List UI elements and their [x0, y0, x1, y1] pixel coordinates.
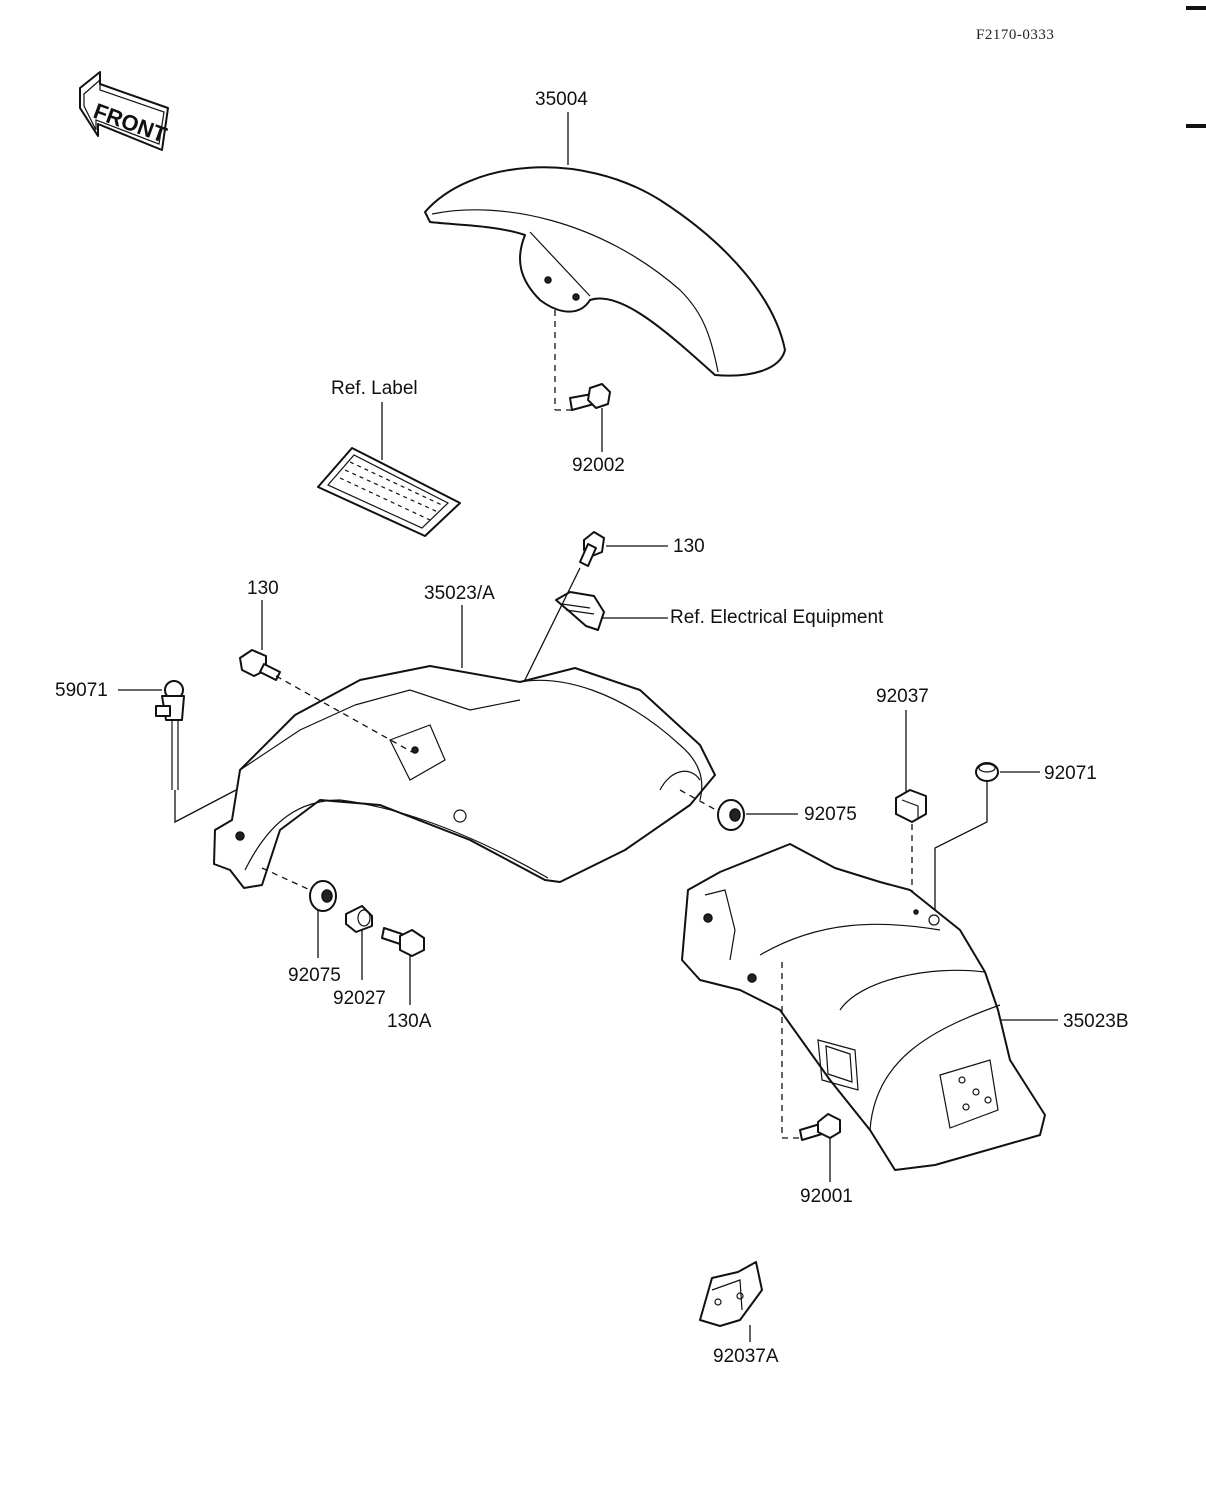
callout-130-left: 130 — [247, 578, 279, 599]
callout-92037: 92037 — [876, 686, 929, 707]
callout-130A: 130A — [387, 1011, 432, 1032]
callout-35004: 35004 — [535, 89, 588, 110]
rear-fender-rear — [681, 843, 1046, 1171]
callout-92075-right: 92075 — [804, 804, 857, 825]
electrical-clip-icon — [555, 591, 605, 631]
callout-35023A: 35023/A — [424, 583, 495, 604]
callout-92002: 92002 — [572, 455, 625, 476]
leader-clip-to-fender — [519, 567, 581, 691]
edge-mark-top — [1186, 6, 1206, 10]
bolt-130A-icon — [381, 927, 425, 957]
document-id: F2170-0333 — [976, 27, 1055, 43]
grommet-92075-left-icon — [261, 867, 337, 912]
grommet-92071-icon — [934, 762, 999, 915]
clip-92037-icon — [895, 789, 927, 912]
callout-92071: 92071 — [1044, 763, 1097, 784]
callout-35023B: 35023B — [1063, 1011, 1129, 1032]
front-fender — [424, 166, 786, 377]
bracket-92037A-icon — [699, 1261, 763, 1327]
grommet-92075-right-icon — [679, 789, 745, 831]
collar-92027-icon — [345, 905, 373, 933]
callout-ref-label: Ref. Label — [331, 378, 418, 399]
callout-92027: 92027 — [333, 988, 386, 1009]
reference-label-decal — [317, 447, 461, 537]
sensor-59071-icon — [155, 680, 237, 824]
callout-92001: 92001 — [800, 1186, 853, 1207]
callout-59071: 59071 — [55, 680, 108, 701]
bolt-92002-icon — [554, 310, 611, 411]
rear-fender-front — [213, 665, 716, 889]
bolt-130-left-icon — [239, 649, 413, 753]
bolt-92001-icon — [781, 962, 841, 1141]
front-arrow-icon: FRONT — [79, 71, 171, 151]
callout-92075-left: 92075 — [288, 965, 341, 986]
edge-mark-mid — [1186, 124, 1206, 128]
callout-92037A: 92037A — [713, 1346, 779, 1367]
bolt-130-top-icon — [579, 531, 605, 567]
callout-130-top: 130 — [673, 536, 705, 557]
callout-ref-electrical: Ref. Electrical Equipment — [670, 607, 884, 628]
